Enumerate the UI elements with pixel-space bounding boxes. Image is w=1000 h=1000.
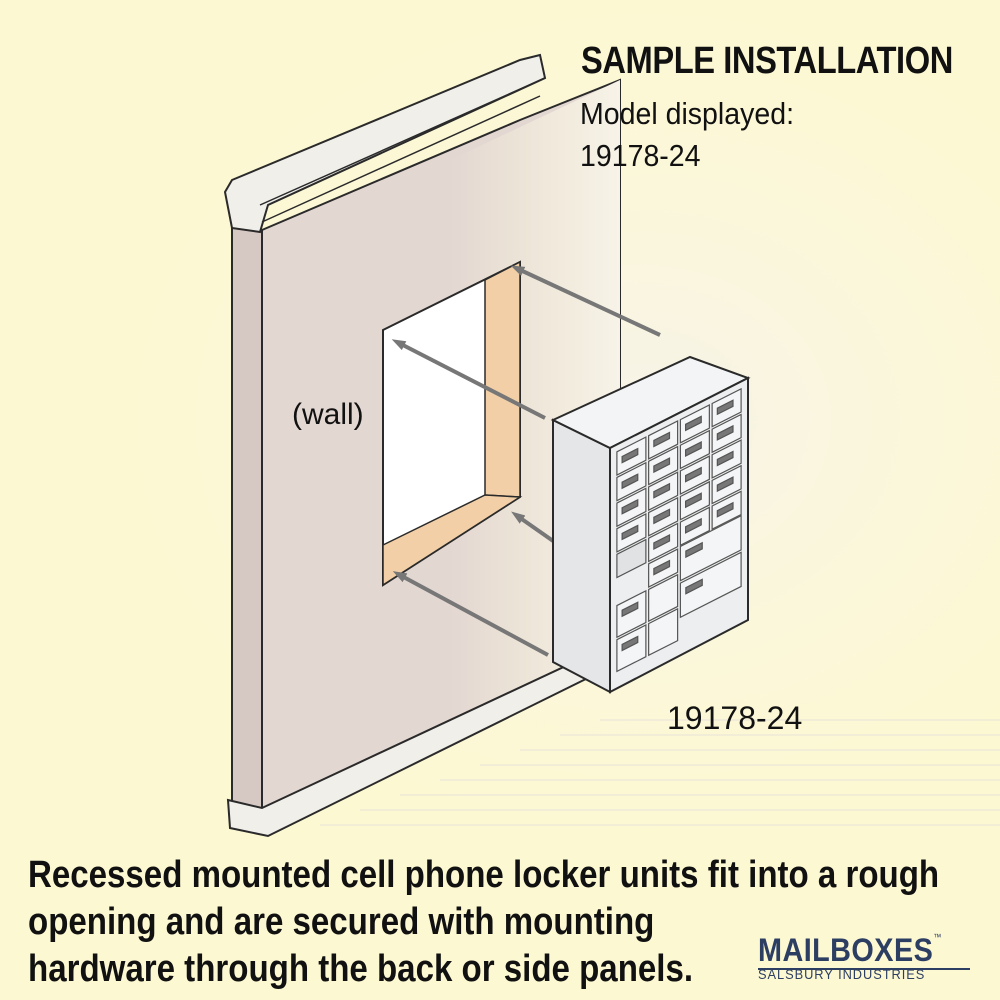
locker-door-slot — [653, 431, 671, 448]
locker-door-slot — [653, 533, 671, 550]
locker-door-slot — [653, 508, 671, 525]
locker-door-slot — [621, 473, 639, 490]
install-arrows — [391, 265, 661, 657]
locker-door-slot — [685, 541, 703, 559]
locker-door-large — [616, 589, 647, 639]
heading-title: SAMPLE INSTALLATION — [581, 40, 953, 82]
locker-door-large — [679, 514, 742, 582]
locker-door-slot — [716, 476, 734, 493]
brand-logo: MAILBOXES™ SALSBURY INDUSTRIES — [758, 932, 978, 982]
wall-side-edge — [231, 220, 263, 817]
locker-door-slot — [716, 450, 734, 467]
locker-door-slot — [684, 415, 702, 432]
brand-name: MAILBOXES — [758, 932, 934, 968]
locker-door-slot — [716, 399, 734, 416]
cap-line-lower — [261, 95, 541, 223]
locker-door-slot — [684, 492, 702, 509]
locker-door-slot — [716, 501, 734, 518]
locker-door-slot — [653, 457, 671, 474]
caption-line-2: opening and are secured with mounting — [28, 901, 655, 943]
locker-door-large — [648, 607, 679, 657]
locker-door-slot — [653, 482, 671, 499]
locker-door-slot — [621, 498, 639, 515]
locker-door-slot — [684, 440, 702, 457]
brand-rule — [758, 968, 970, 970]
subtitle-line-1: Model displayed: — [580, 96, 795, 131]
caption: Recessed mounted cell phone locker units… — [28, 852, 940, 993]
brand-trademark: ™ — [933, 932, 942, 942]
locker-doors — [616, 387, 742, 673]
floor-shading — [320, 719, 1000, 826]
locker-door-slot — [685, 578, 703, 595]
caption-line-1: Recessed mounted cell phone locker units… — [28, 854, 940, 896]
locker-door-slot — [621, 635, 639, 652]
locker-door-large — [679, 551, 742, 619]
locker-side — [552, 418, 611, 694]
locker-door-slot — [621, 601, 639, 618]
locker-door-large — [648, 573, 679, 623]
brand-tagline: SALSBURY INDUSTRIES — [758, 967, 926, 982]
locker-door-slot — [621, 447, 639, 464]
unit-model-label: 19178-24 — [667, 700, 803, 736]
heading-subtitle: Model displayed: 19178-24 — [580, 93, 794, 177]
opening-bottom-sill — [382, 494, 523, 587]
opening-right-jamb — [484, 260, 521, 498]
locker-door-slot — [716, 424, 734, 441]
locker-door-slot — [684, 466, 702, 483]
subtitle-line-2: 19178-24 — [580, 138, 701, 173]
caption-line-3: hardware through the back or side panels… — [28, 948, 694, 990]
cap-line — [259, 77, 546, 206]
locker-door-large — [616, 624, 647, 673]
locker-door-slot — [653, 559, 671, 576]
locker-door-slot — [621, 524, 639, 541]
wall-label: (wall) — [292, 398, 364, 431]
locker-door-open — [616, 538, 647, 579]
locker-door-slot — [684, 517, 702, 534]
